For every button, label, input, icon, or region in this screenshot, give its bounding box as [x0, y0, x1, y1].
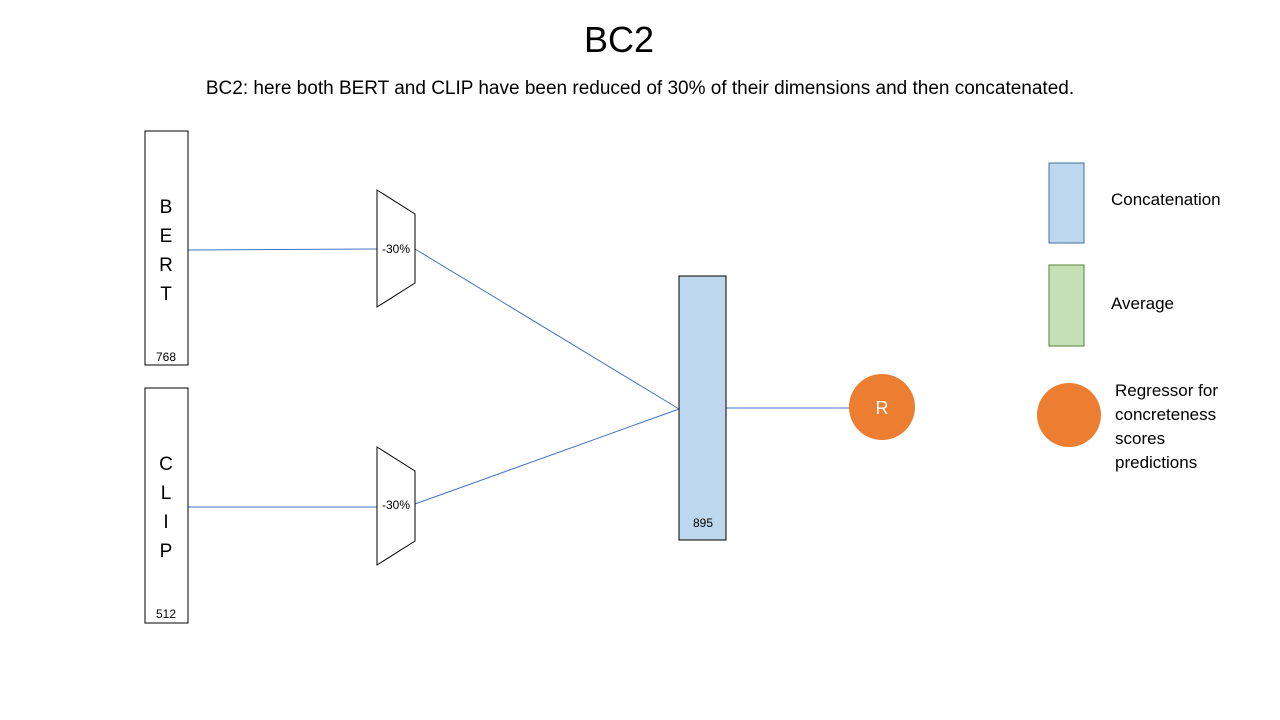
bert-reducer-label: -30%: [382, 242, 410, 256]
legend-concatenation-label: Concatenation: [1111, 190, 1221, 209]
clip-reducer: -30%: [376, 446, 416, 566]
legend-regressor-label-line: scores: [1115, 429, 1165, 448]
regressor-node: R: [849, 374, 915, 440]
page-subtitle: BC2: here both BERT and CLIP have been r…: [205, 78, 1075, 99]
bert-input-box: B E R T 768: [144, 130, 189, 366]
clip-letter: C: [159, 454, 173, 475]
clip-letter: L: [161, 483, 172, 504]
legend-regressor-label-line: concreteness: [1115, 405, 1216, 424]
clip-dimension: 512: [156, 607, 176, 621]
clip-reducer-to-concat-line: [414, 408, 680, 505]
legend-regressor-swatch: [1037, 383, 1101, 447]
legend-regressor-label-line: Regressor for: [1115, 381, 1218, 400]
legend-average-label: Average: [1111, 294, 1174, 313]
page-title: BC2: [583, 19, 655, 60]
bert-to-reducer-line: [187, 248, 378, 251]
legend-regressor-label-line: predictions: [1115, 453, 1197, 472]
concatenation-dimension: 895: [693, 516, 713, 530]
legend: Concatenation Average Regressor for conc…: [1037, 162, 1221, 472]
regressor-label: R: [876, 398, 889, 418]
bert-letter: E: [160, 226, 173, 247]
legend-average-swatch: [1048, 264, 1085, 347]
legend-concatenation-swatch: [1048, 162, 1085, 244]
concatenation-block: 895: [678, 275, 727, 541]
clip-letter: I: [163, 512, 168, 533]
clip-letter: P: [160, 541, 173, 562]
bert-letter: T: [160, 284, 172, 305]
bert-reducer-to-concat-line: [414, 248, 680, 410]
bert-letter: B: [160, 197, 173, 218]
clip-reducer-label: -30%: [382, 498, 410, 512]
clip-input-box: C L I P 512: [144, 387, 189, 624]
bert-dimension: 768: [156, 350, 176, 364]
bert-reducer: -30%: [376, 189, 416, 308]
bert-letter: R: [159, 255, 173, 276]
